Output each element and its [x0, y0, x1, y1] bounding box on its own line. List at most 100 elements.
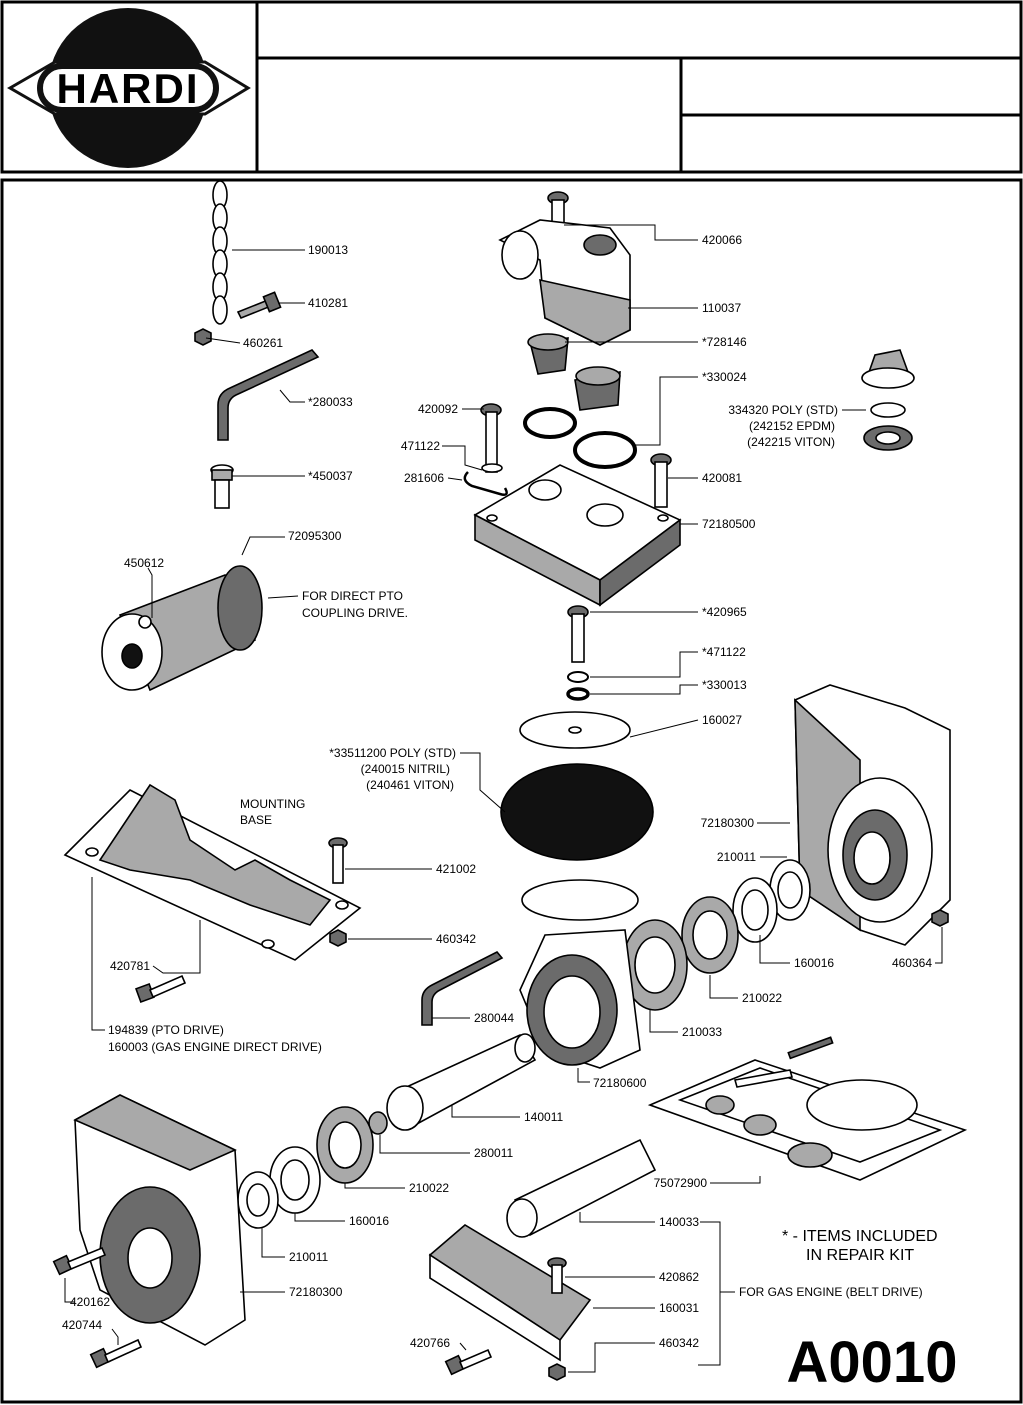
valve-728146 [527, 333, 569, 375]
label-330024: *330024 [702, 370, 747, 384]
hex-key-280033 [217, 349, 320, 441]
pump-housing-72180300-left [73, 1094, 246, 1346]
nut-460364 [931, 909, 949, 927]
label-460342-lower: 460342 [659, 1336, 699, 1350]
label-210022-right: 210022 [742, 991, 782, 1005]
label-334320-epdm: (242152 EPDM) [749, 419, 835, 433]
label-330013: *330013 [702, 678, 747, 692]
label-460364: 460364 [892, 956, 932, 970]
note-repair-kit-line1: * - ITEMS INCLUDED [782, 1228, 938, 1245]
label-450612: 450612 [124, 556, 164, 570]
shaft-140033 [506, 1138, 657, 1238]
label-210011-right: 210011 [717, 850, 756, 864]
shaft-140011 [386, 1033, 537, 1131]
label-420162: 420162 [70, 1295, 110, 1309]
label-110037: 110037 [702, 301, 741, 315]
label-72095300: 72095300 [288, 529, 342, 543]
valve-assembly-334320 [861, 349, 915, 451]
label-160027: 160027 [702, 713, 742, 727]
label-420081: 420081 [702, 471, 742, 485]
label-194839: 194839 (PTO DRIVE) [108, 1023, 224, 1037]
label-72180300-right: 72180300 [701, 816, 755, 830]
label-72180500: 72180500 [702, 517, 756, 531]
part-labels: 190013 410281 460261 *280033 *450037 720… [62, 233, 932, 1350]
label-420744: 420744 [62, 1318, 102, 1332]
label-140011: 140011 [524, 1110, 563, 1124]
label-33511200-viton: (240461 VITON) [366, 778, 454, 792]
o-ring-330024-a [523, 407, 577, 439]
note-pto-line1: FOR DIRECT PTO [302, 589, 403, 603]
nut-460342-upper [329, 929, 347, 947]
label-280033: *280033 [308, 395, 353, 409]
clip-281606 [463, 471, 508, 496]
label-420965: *420965 [702, 605, 747, 619]
label-160003: 160003 (GAS ENGINE DIRECT DRIVE) [108, 1040, 322, 1054]
label-410281: 410281 [308, 296, 348, 310]
chain-190013 [212, 180, 228, 325]
label-280011: 280011 [474, 1146, 513, 1160]
label-460261: 460261 [243, 336, 283, 350]
coupling-72095300 [101, 565, 263, 692]
leader-lines [64, 224, 943, 1373]
screw-450037 [210, 464, 234, 509]
label-190013: 190013 [308, 243, 348, 257]
hardi-logo-text: HARDI [57, 65, 200, 112]
label-334320-poly: 334320 POLY (STD) [728, 403, 838, 417]
repair-kit-75072900 [647, 1036, 968, 1181]
bolt-420766 [444, 1348, 493, 1376]
mounting-base-194839 [63, 783, 362, 961]
label-728146: *728146 [702, 335, 747, 349]
label-160031: 160031 [659, 1301, 699, 1315]
label-420781: 420781 [110, 959, 150, 973]
valve-housing-110037 [498, 219, 631, 346]
bolt-420081 [650, 453, 672, 508]
pin-280011 [368, 1111, 388, 1135]
connecting-rod-72180600 [519, 929, 641, 1069]
o-ring-330024-b [573, 431, 637, 469]
nut-460261 [194, 328, 212, 346]
label-210033: 210033 [682, 1025, 722, 1039]
label-72180600: 72180600 [593, 1076, 647, 1090]
label-33511200-nitril: (240015 NITRIL) [361, 762, 450, 776]
bolt-420092 [480, 403, 503, 473]
label-471122: 471122 [401, 439, 440, 453]
note-mounting-line2: BASE [240, 813, 272, 827]
label-420862: 420862 [659, 1270, 699, 1284]
title-block [0, 0, 1023, 174]
sheet-code: A0010 [787, 1330, 958, 1395]
label-420066: 420066 [702, 233, 742, 247]
note-pto-line2: COUPLING DRIVE. [302, 606, 408, 620]
label-72180300-left: 72180300 [289, 1285, 343, 1299]
note-mounting-line1: MOUNTING [240, 797, 305, 811]
bracket-160031 [428, 1224, 592, 1362]
diagram-frame [0, 178, 1023, 1404]
label-160016-left: 160016 [349, 1214, 389, 1228]
bolt-420965 [566, 605, 590, 701]
label-334320-viton: (242215 VITON) [747, 435, 835, 449]
label-210011-left: 210011 [289, 1250, 328, 1264]
notes: FOR DIRECT PTO COUPLING DRIVE. MOUNTING … [240, 589, 938, 1299]
cover-plate-72180500 [473, 464, 682, 607]
disc-lower [521, 879, 639, 921]
label-420092: 420092 [418, 402, 458, 416]
nut-460342-lower [548, 1363, 566, 1381]
label-280044: 280044 [474, 1011, 514, 1025]
part-drawings [52, 180, 968, 1381]
note-repair-kit-line2: IN REPAIR KIT [806, 1247, 914, 1264]
label-450037: *450037 [308, 469, 353, 483]
bolt-420162 [52, 1246, 107, 1276]
bolt-420862 [547, 1257, 567, 1294]
label-460342-upper: 460342 [436, 932, 476, 946]
note-gas-engine: FOR GAS ENGINE (BELT DRIVE) [739, 1285, 923, 1299]
label-471122-kit: *471122 [702, 645, 746, 659]
diaphragm-33511200 [500, 763, 654, 861]
label-140033: 140033 [659, 1215, 699, 1229]
bolt-420781 [135, 974, 187, 1003]
hex-key-280044 [421, 950, 504, 1026]
hardi-logo: HARDI [7, 8, 251, 168]
bolt-421002 [328, 837, 348, 884]
pump-housing-72180300-right [794, 684, 951, 946]
label-33511200-poly: *33511200 POLY (STD) [329, 746, 456, 760]
bolt-410281 [236, 291, 282, 320]
